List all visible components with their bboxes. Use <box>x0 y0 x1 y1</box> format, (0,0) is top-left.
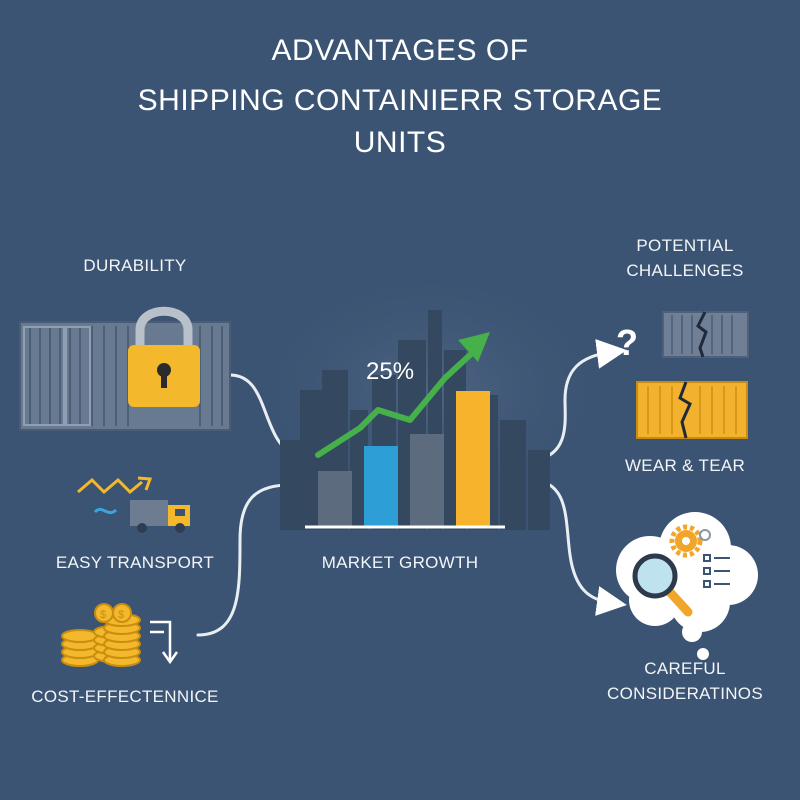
connector-considerations <box>528 478 627 616</box>
careful-considerations-line-1: CAREFUL <box>644 659 726 678</box>
title-line-2: SHIPPING CONTAINIERR STORAGE <box>137 84 663 117</box>
potential-challenges-line-2: CHALLENGES <box>626 261 744 280</box>
damaged-container-gray-icon <box>662 311 749 358</box>
title-line-3: UNITS <box>353 126 447 159</box>
checklist-icon <box>703 554 730 588</box>
chart-bar-1 <box>318 471 352 526</box>
coins-icon: $ $ <box>61 603 141 667</box>
durability-label: DURABILITY <box>83 256 187 275</box>
easy-transport-label: EASY TRANSPORT <box>55 553 215 572</box>
route-wave-icon <box>93 507 118 515</box>
careful-considerations-line-2: CONSIDERATINOS <box>607 684 763 703</box>
chart-bar-3 <box>410 434 444 526</box>
magnifier-icon <box>632 553 693 617</box>
chart-bar-4 <box>456 391 490 526</box>
growth-percent-label: 25% <box>366 358 415 385</box>
svg-text:$: $ <box>118 609 124 621</box>
durability-container-icon <box>19 321 231 431</box>
cost-effectiveness-label: COST-EFFECTENNICE <box>31 687 219 706</box>
down-arrow-icon <box>150 620 179 665</box>
route-zigzag-icon <box>77 476 153 495</box>
damaged-container-yellow-icon <box>636 381 748 439</box>
title-line-1: ADVANTAGES OF <box>271 34 529 67</box>
truck-icon <box>130 500 190 533</box>
market-growth-label: MARKET GROWTH <box>321 553 479 572</box>
lock-icon <box>128 306 200 407</box>
connector-cost <box>196 483 292 637</box>
chart-bar-2 <box>364 446 398 526</box>
market-growth-chart <box>318 391 490 526</box>
svg-text:$: $ <box>100 609 106 621</box>
connector-challenges <box>533 338 627 462</box>
gear-icon <box>669 524 711 558</box>
wear-and-tear-label: WEAR & TEAR <box>624 456 746 475</box>
potential-challenges-line-1: POTENTIAL <box>636 236 734 255</box>
question-mark-icon: ? <box>616 322 638 363</box>
growth-arrow-icon <box>315 332 490 458</box>
